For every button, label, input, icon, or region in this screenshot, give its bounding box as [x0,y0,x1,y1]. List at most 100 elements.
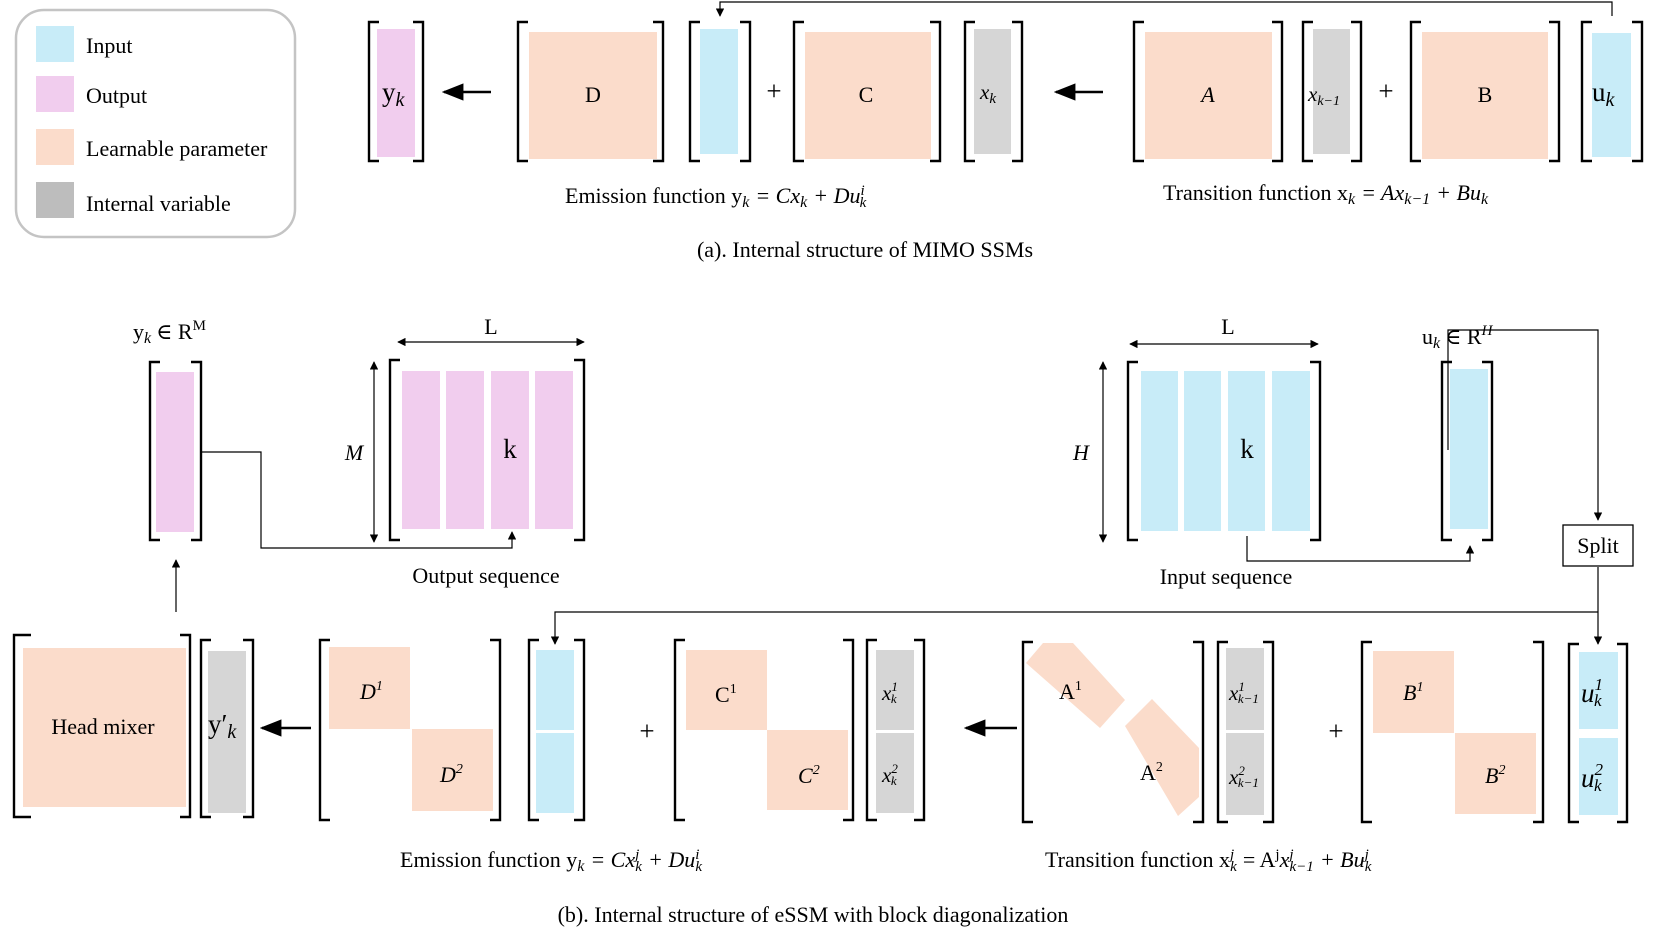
input-sequence-matrix: k [1126,360,1322,542]
d2-block [412,729,493,811]
a1-block [1026,643,1125,728]
u1-block [1579,652,1618,729]
a-label: A [1199,82,1215,107]
matrix-c: C [792,20,942,163]
b2-block [1455,733,1536,814]
d1-label: D1 [359,679,383,704]
x1-km1-block [1226,648,1264,730]
connector-split-to-input-copy [550,611,1598,645]
u-copy-block-2 [536,733,574,813]
c1-label: C1 [715,682,737,707]
matrix-b-block-diag: B1 B2 [1360,640,1545,824]
matrix-a-block-diag: A1 A2 [1021,640,1205,824]
x-km1-label: xk−1 [1307,82,1340,109]
caption-b: (b). Internal structure of eSSM with blo… [558,902,1069,927]
plus-b-2: + [1328,716,1343,746]
plus-b-1: + [639,716,654,746]
legend-label-output: Output [86,83,147,108]
legend-box [14,8,297,239]
c-label: C [859,82,874,107]
vector-y-prime: y′k [199,638,255,819]
y-prime-label: y′k [208,709,237,743]
part-b: yk∈ RM L M k Output sequence L H [12,314,1634,927]
c2-block [767,730,848,810]
connector-u-to-split [1447,329,1603,521]
output-col-4 [535,371,573,529]
part-a: yk D + C xk [367,1,1644,262]
a2-label: A2 [1140,760,1163,785]
plus-a-2: + [1378,76,1393,106]
matrix-b: B [1409,20,1561,163]
head-mixer-block: Head mixer [12,633,192,819]
output-sequence-label: Output sequence [412,563,559,588]
legend-swatch-input [36,26,74,62]
d-label: D [585,82,601,107]
label-m: M [344,440,365,465]
x1-block [876,650,914,730]
legend-swatch-internal [36,182,74,218]
input-sequence-label: Input sequence [1160,564,1293,589]
a1-label: A1 [1059,679,1082,704]
b-label: B [1478,82,1493,107]
split-label: Split [1577,533,1619,558]
legend-label-internal: Internal variable [86,191,231,216]
c2-label: C2 [798,763,820,788]
input-col-1 [1141,371,1178,531]
matrix-d: D [516,20,665,163]
x2-km1-block [1226,733,1264,815]
vector-u-k-b [1440,360,1494,542]
vector-u-copy-b [527,638,586,822]
label-l-input: L [1221,314,1234,339]
b2-label: B2 [1485,763,1505,788]
transition-formula-a: Transition function xk= Axk−1+ Buk [1163,180,1489,208]
matrix-a: A [1132,20,1284,163]
input-k-label: k [1240,434,1254,464]
arrow-a-input-skip [715,1,1613,17]
legend-swatch-learnable [36,129,74,165]
y-k-label: yk [382,77,406,111]
matrix-u-copy [688,20,752,163]
output-k-label: k [503,434,517,464]
matrix-x-k: xk [963,20,1024,163]
u-dim-label: uk∈ RH [1422,323,1494,352]
connector-input-seq-to-u [1246,536,1475,562]
label-l-output: L [484,314,497,339]
d2-label: D2 [439,762,463,787]
matrix-y-k: yk [367,20,425,163]
input-col-4 [1272,371,1310,531]
u2-block [1579,738,1618,815]
head-mixer-label: Head mixer [51,714,155,739]
output-sequence-matrix: k [388,358,586,542]
legend-swatch-output [36,76,74,112]
matrix-d-block-diag: D1 D2 [318,638,502,822]
matrix-c-block-diag: C1 C2 [673,638,855,822]
input-col-2 [1184,371,1221,531]
plus-a-1: + [766,76,781,106]
output-col-1 [402,371,440,529]
b1-label: B1 [1403,680,1423,705]
d1-block [329,647,410,729]
y-dim-label: yk∈ RM [133,318,206,347]
split-box: Split [1562,524,1634,567]
x-k-label: xk [979,80,996,107]
x2-block [876,733,914,813]
u-k-label: uk [1592,77,1616,111]
u-copy-block-1 [536,650,574,730]
legend-label-input: Input [86,33,132,58]
connector-y-to-output-seq [201,451,517,549]
legend-label-learnable: Learnable parameter [86,136,268,161]
output-col-k [491,371,529,529]
vector-y-k-b [148,360,203,542]
